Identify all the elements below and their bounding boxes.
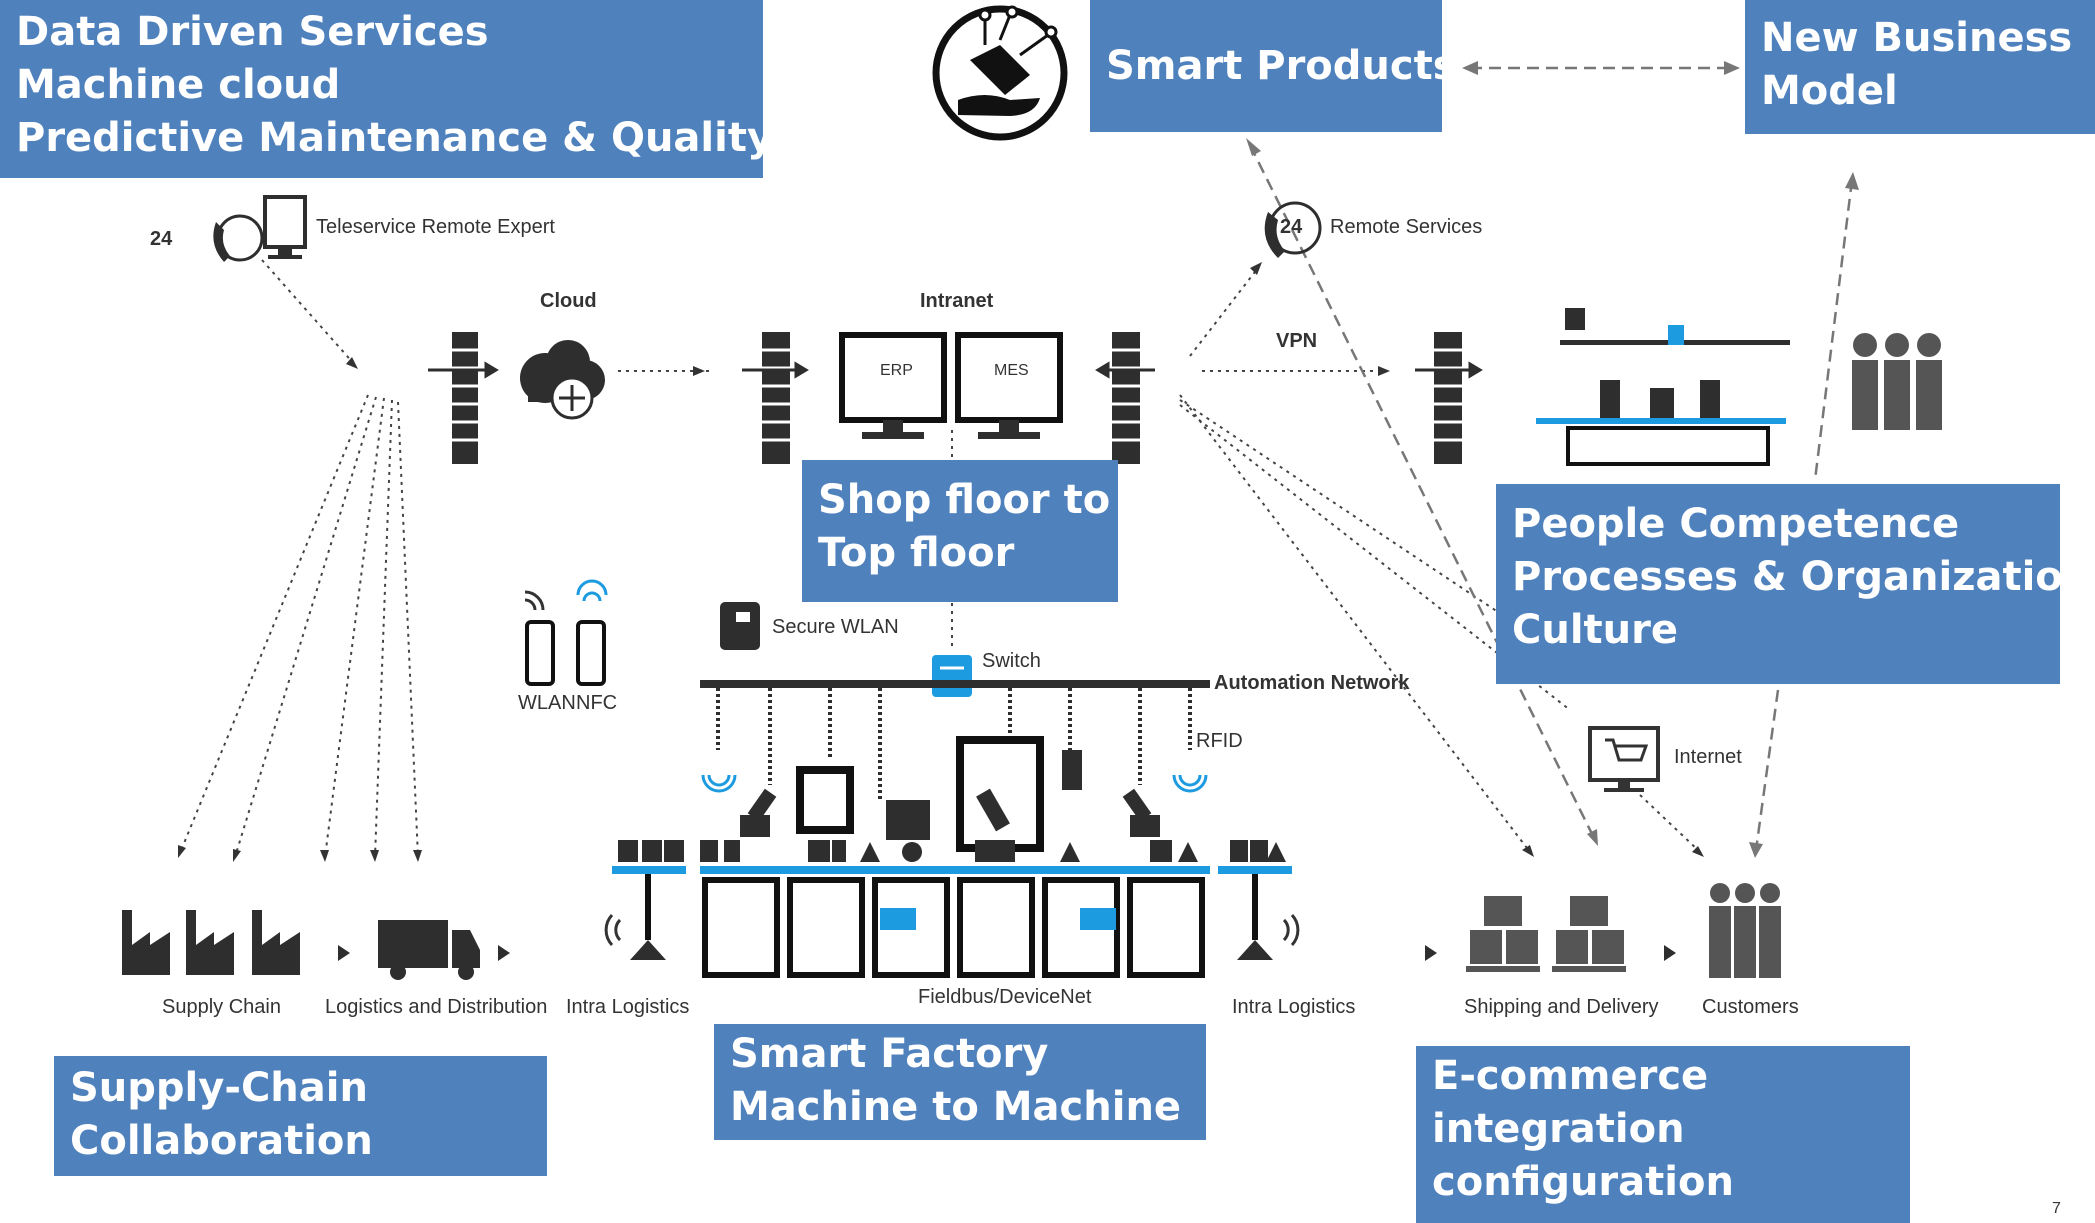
- secure-wlan-label: Secure WLAN: [772, 616, 899, 638]
- smart-products-box: Smart Products: [1090, 0, 1457, 132]
- automation-network-label: Automation Network: [1214, 672, 1410, 694]
- ecommerce-line-3: configuration: [1432, 1158, 1734, 1205]
- data-driven-services-box: Data Driven Services Machine cloud Predi…: [0, 0, 774, 178]
- phone-24-text: 24: [150, 228, 173, 250]
- logistics-label: Logistics and Distribution: [325, 996, 548, 1018]
- mes-label: MES: [994, 362, 1029, 379]
- supply-chain-label: Supply Chain: [162, 996, 281, 1018]
- new-business-line-2: Model: [1761, 67, 1898, 114]
- firewall-arrows: [428, 361, 1483, 379]
- shop-floor-line-2: Top floor: [818, 529, 1015, 576]
- switch-label: Switch: [982, 650, 1041, 672]
- shop-floor-line-1: Shop floor to: [818, 477, 1111, 523]
- smart-factory-box: Smart Factory Machine to Machine: [714, 1024, 1206, 1140]
- secure-wlan-icon: [720, 602, 760, 650]
- ecommerce-box: E-commerce integration configuration: [1416, 1046, 1910, 1223]
- supply-chain-line-2: Collaboration: [70, 1117, 373, 1164]
- cart-icon: [1588, 726, 1660, 792]
- automation-network-bus: [700, 680, 1210, 800]
- intra-logistics-right-label: Intra Logistics: [1232, 996, 1356, 1018]
- customers-label: Customers: [1702, 996, 1799, 1018]
- phone-24-icon-right: [1264, 201, 1322, 258]
- internet-label: Internet: [1674, 746, 1742, 768]
- shop-floor-box: Shop floor to Top floor: [802, 460, 1118, 602]
- conveyor-line: [612, 866, 1292, 978]
- intra-logistics-left-label: Intra Logistics: [566, 996, 690, 1018]
- data-driven-line-2: Machine cloud: [16, 61, 341, 108]
- smartphone-icon: [525, 620, 606, 686]
- vpn-label: VPN: [1276, 330, 1318, 352]
- truck-icon: [378, 920, 480, 980]
- dashed-arrows: [1246, 61, 1859, 858]
- intranet-label: Intranet: [920, 290, 994, 312]
- people-line-2: Processes & Organization: [1512, 553, 2092, 600]
- supply-chain-line-1: Supply-Chain: [70, 1065, 368, 1111]
- ecommerce-line-1: E-commerce: [1432, 1053, 1709, 1099]
- robot-arm-icon: [740, 736, 1160, 852]
- erp-label: ERP: [880, 362, 913, 379]
- rfid-label: RFID: [1196, 730, 1243, 752]
- phone-24-text-right: 24: [1280, 216, 1303, 238]
- people-line-1: People Competence: [1512, 501, 1960, 547]
- data-driven-line-1: Data Driven Services: [16, 9, 489, 55]
- smart-factory-line-1: Smart Factory: [730, 1031, 1049, 1077]
- people-competence-box: People Competence Processes & Organizati…: [1496, 484, 2092, 684]
- smart-product-icon: [932, 5, 1068, 141]
- smart-products-text: Smart Products: [1106, 43, 1457, 89]
- shipping-label: Shipping and Delivery: [1464, 996, 1659, 1018]
- wifi-icon: [524, 579, 1208, 793]
- new-business-line-1: New Business: [1761, 15, 2073, 61]
- smart-factory-line-2: Machine to Machine: [730, 1083, 1182, 1130]
- cloud-icon: [520, 340, 605, 420]
- switch-icon: [932, 655, 972, 697]
- chevron-arrows: [338, 945, 1676, 961]
- product-blocks: [618, 840, 1286, 862]
- cloud-label: Cloud: [540, 290, 597, 312]
- supply-chain-collaboration-box: Supply-Chain Collaboration: [54, 1056, 547, 1176]
- intra-logistics-wifi: [604, 913, 1300, 947]
- page-number: 7: [2052, 1200, 2061, 1217]
- people-icon: [1709, 333, 1942, 978]
- factory-icon: [122, 910, 300, 975]
- remote-services-label: Remote Services: [1330, 216, 1483, 238]
- ecommerce-line-2: integration: [1432, 1105, 1685, 1152]
- phone-24-icon-left: [213, 195, 307, 262]
- pallet-icon: [1466, 896, 1626, 972]
- new-business-model-box: New Business Model: [1745, 0, 2095, 134]
- connection-lines: [179, 259, 1701, 858]
- fieldbus-label: Fieldbus/DeviceNet: [918, 986, 1092, 1008]
- nfc-label: NFC: [576, 692, 618, 714]
- people-line-3: Culture: [1512, 606, 1678, 653]
- arrowheads: [178, 262, 1704, 862]
- teleservice-label: Teleservice Remote Expert: [316, 216, 555, 238]
- monitor-icon: [839, 332, 1063, 439]
- wlan-label: WLAN: [518, 692, 576, 714]
- data-driven-line-3: Predictive Maintenance & Quality: [16, 114, 774, 161]
- remote-factory-line: [1536, 308, 1790, 466]
- firewall-bricks: [452, 348, 1462, 442]
- firewall-icon: [452, 332, 1462, 464]
